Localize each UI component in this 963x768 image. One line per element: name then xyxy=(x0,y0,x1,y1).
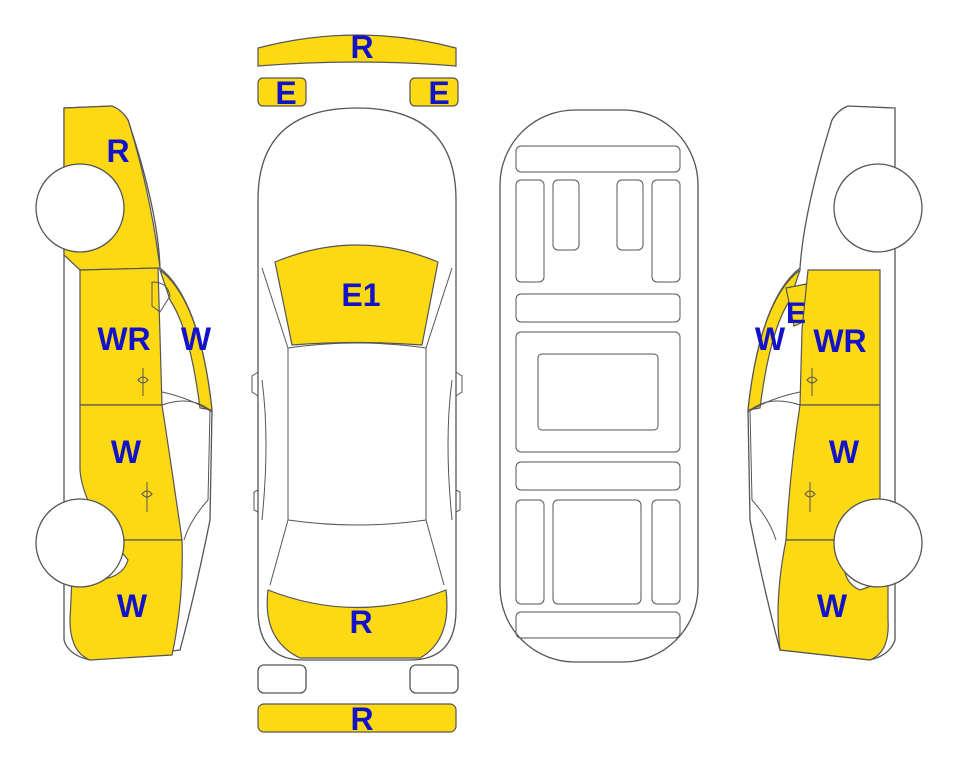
car-top-body xyxy=(257,107,457,661)
label-left-rear-quarter: W xyxy=(117,588,148,624)
left-rear-quarter-panel[interactable] xyxy=(69,539,183,661)
light-front-right-panel[interactable] xyxy=(409,77,459,107)
label-right-front-door: WR xyxy=(813,323,866,359)
underbody-crossmember-1 xyxy=(515,293,681,323)
rear-door-handle-right xyxy=(455,489,461,513)
light-rear-right-panel[interactable] xyxy=(409,664,459,694)
right-side-view xyxy=(747,105,923,661)
hood-panel[interactable] xyxy=(274,244,439,346)
label-left-rear-door: W xyxy=(111,434,142,470)
trunk-panel[interactable] xyxy=(266,589,448,659)
right-front-wheel xyxy=(833,163,923,253)
right-rear-door-handle xyxy=(804,482,816,512)
underbody-front-bar xyxy=(515,145,681,173)
top-view xyxy=(251,34,463,733)
label-left-front-fender: R xyxy=(106,133,129,169)
bumper-front-panel[interactable] xyxy=(257,34,457,67)
left-rear-door-handle xyxy=(141,482,153,512)
underbody-front-right-rail xyxy=(651,179,681,283)
mirror-right xyxy=(455,371,463,397)
door-seams xyxy=(261,379,453,521)
left-mirror xyxy=(151,281,171,313)
roof-outline xyxy=(287,342,427,526)
left-front-glass-panel[interactable] xyxy=(158,268,213,411)
left-rear-wheel xyxy=(35,498,125,588)
damage-labels: R E E E1 R R R WR W W W E W WR W W xyxy=(97,29,866,737)
label-light-front-right: E xyxy=(428,75,449,111)
right-rear-quarter-panel[interactable] xyxy=(777,539,889,661)
label-right-rear-door: W xyxy=(829,434,860,470)
label-right-front-glass: W xyxy=(755,321,786,357)
right-rear-wheel xyxy=(833,498,923,588)
right-pillar-line xyxy=(747,391,801,413)
underbody-rear-right-rail xyxy=(651,499,681,605)
underbody-rear-left-rail xyxy=(515,499,545,605)
right-front-glass-panel[interactable] xyxy=(747,268,802,411)
underbody-outline xyxy=(499,109,699,663)
rear-window-line xyxy=(269,519,445,586)
light-rear-left-panel[interactable] xyxy=(257,664,307,694)
underbody-rear-center xyxy=(552,499,642,605)
underbody-rear-bar xyxy=(515,611,681,639)
underbody-crossmember-2 xyxy=(515,461,681,491)
underbody-floor-center xyxy=(537,353,659,431)
underbody-front-left-rail xyxy=(515,179,545,283)
underbody-front-right-mount xyxy=(616,179,644,251)
underbody-floor xyxy=(515,331,681,453)
label-left-front-glass: W xyxy=(181,321,212,357)
label-right-mirror: E xyxy=(786,297,806,330)
underbody-view xyxy=(499,109,699,663)
left-pillar-line xyxy=(161,391,213,413)
label-hood: E1 xyxy=(341,277,380,313)
underbody-front-left-mount xyxy=(552,179,580,251)
right-rear-window xyxy=(749,400,801,541)
label-right-rear-quarter: W xyxy=(817,588,848,624)
windshield-line xyxy=(261,267,453,349)
label-bumper-rear: R xyxy=(350,701,373,737)
bumper-rear-panel[interactable] xyxy=(257,703,457,733)
label-left-front-door: WR xyxy=(97,321,150,357)
mirror-left xyxy=(251,371,259,397)
light-front-left-panel[interactable] xyxy=(257,77,307,107)
left-rear-window xyxy=(161,400,211,541)
rear-door-handle-left xyxy=(253,489,259,513)
label-bumper-front: R xyxy=(350,29,373,65)
left-front-wheel xyxy=(35,163,125,253)
label-trunk: R xyxy=(349,604,372,640)
label-light-front-left: E xyxy=(275,75,296,111)
right-front-door-handle xyxy=(806,368,818,396)
left-front-door-handle xyxy=(137,368,149,396)
left-side-view xyxy=(35,105,213,661)
